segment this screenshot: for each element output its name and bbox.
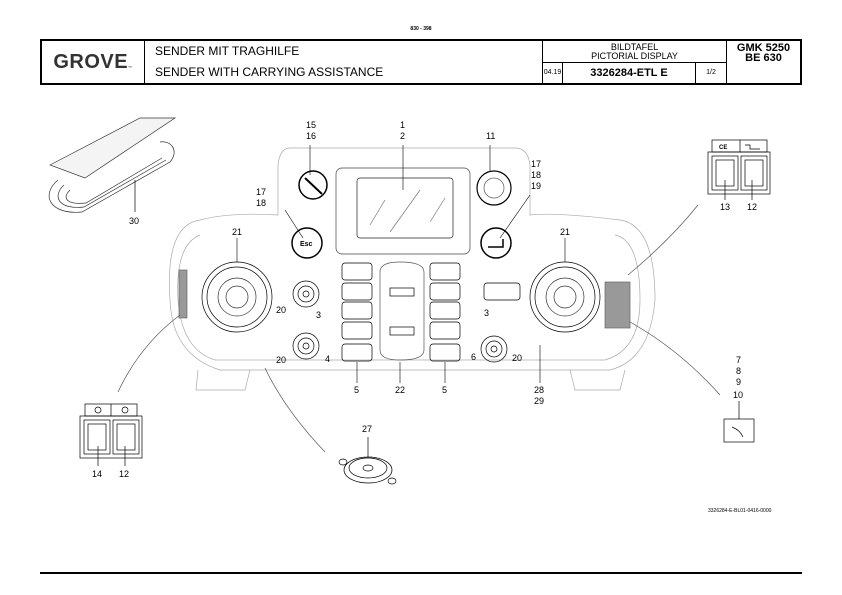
footer-rule: [40, 572, 802, 574]
left-button-column: [341, 262, 373, 362]
callout-12-bottom: 12: [119, 469, 129, 479]
callout-5-right: 5: [442, 385, 447, 395]
model-line-2: BE 630: [745, 52, 782, 64]
buzzer: [338, 437, 397, 485]
emergency-stop-button: [476, 170, 512, 206]
date-cell: 04.19: [543, 63, 563, 83]
esc-label: Esc: [300, 241, 313, 248]
center-deadman-grip: [379, 261, 425, 361]
callout-6: 6: [471, 352, 476, 362]
callout-20: 20: [276, 305, 286, 315]
arrow-line: [627, 204, 699, 276]
drawing-reference: 3326284-E-BL01-0416-0000: [708, 508, 772, 514]
callout-18-esc: 18: [256, 198, 266, 208]
arrow-line: [264, 367, 326, 453]
model-line-1: GMK 5250: [736, 42, 791, 54]
callout-27: 27: [362, 424, 372, 434]
carrying-strap: [48, 117, 177, 213]
callout-21-left: 21: [232, 227, 242, 237]
callout-21-right: 21: [560, 227, 570, 237]
horn-icon: [745, 144, 760, 150]
left-side-grip: [178, 269, 188, 319]
callout-13: 13: [720, 202, 730, 212]
callout-14: 14: [92, 469, 102, 479]
page-reference: 830 - 398: [410, 26, 432, 32]
logo-trademark: ™: [128, 65, 133, 70]
model-cell: GMK 5250 BE 630: [726, 41, 800, 83]
sheet-number: 1/2: [706, 69, 716, 76]
arrow-line: [629, 321, 721, 396]
callout-3-right: 3: [484, 308, 489, 318]
callout-2: 2: [400, 131, 405, 141]
callout-7: 7: [736, 355, 741, 365]
right-joystick: [529, 261, 601, 333]
ce-label: CE: [719, 145, 727, 151]
esc-button: [291, 227, 323, 259]
callout-18: 18: [531, 170, 541, 180]
display-german: BILDTAFEL: [610, 42, 659, 52]
callout-19: 19: [531, 181, 541, 191]
key-switch: [298, 170, 328, 200]
callout-16: 16: [306, 131, 316, 141]
title-german: SENDER MIT TRAGHILFE: [155, 44, 300, 58]
display-type-cell: BILDTAFEL PICTORIAL DISPLAY: [543, 41, 726, 63]
callout-8: 8: [736, 366, 741, 376]
callout-9: 9: [736, 377, 741, 387]
callout-10: 10: [733, 390, 743, 400]
right-button-column: [429, 262, 461, 362]
rotary-knob: [480, 335, 508, 363]
rotary-knob: [292, 332, 320, 360]
enter-button: [480, 227, 512, 259]
slew-indicator: [723, 418, 755, 443]
arrow-line: [117, 314, 181, 393]
title-cell: SENDER MIT TRAGHILFE SENDER WITH CARRYIN…: [145, 41, 543, 83]
callout-15: 15: [306, 120, 316, 130]
display-screen: [356, 177, 454, 239]
ce-horn-switch-box: [707, 139, 771, 200]
callout-12-top: 12: [747, 202, 757, 212]
callout-3-left: 3: [316, 310, 321, 320]
callout-20: 20: [512, 353, 522, 363]
callout-17-esc: 17: [256, 187, 266, 197]
left-joystick: [201, 261, 273, 333]
callout-29: 29: [534, 396, 544, 406]
display-english: PICTORIAL DISPLAY: [591, 51, 678, 61]
lock-switch-box: [79, 403, 143, 466]
callout-5-left: 5: [354, 385, 359, 395]
callout-4: 4: [325, 354, 330, 364]
callout-22: 22: [395, 385, 405, 395]
transmitter-body: [169, 147, 656, 391]
rotary-knob: [292, 280, 320, 308]
title-english: SENDER WITH CARRYING ASSISTANCE: [155, 65, 384, 79]
logo-text: GROVE: [53, 50, 129, 73]
callout-1: 1: [400, 120, 405, 130]
callout-11: 11: [486, 131, 495, 141]
callout-30: 30: [129, 216, 139, 226]
hoist-indicator: [483, 282, 521, 301]
callout-28: 28: [534, 385, 544, 395]
right-side-grip: [604, 281, 631, 329]
document-number: 3326284-ETL E: [563, 63, 696, 83]
callout-17: 17: [531, 159, 541, 169]
callout-20: 20: [276, 355, 286, 365]
